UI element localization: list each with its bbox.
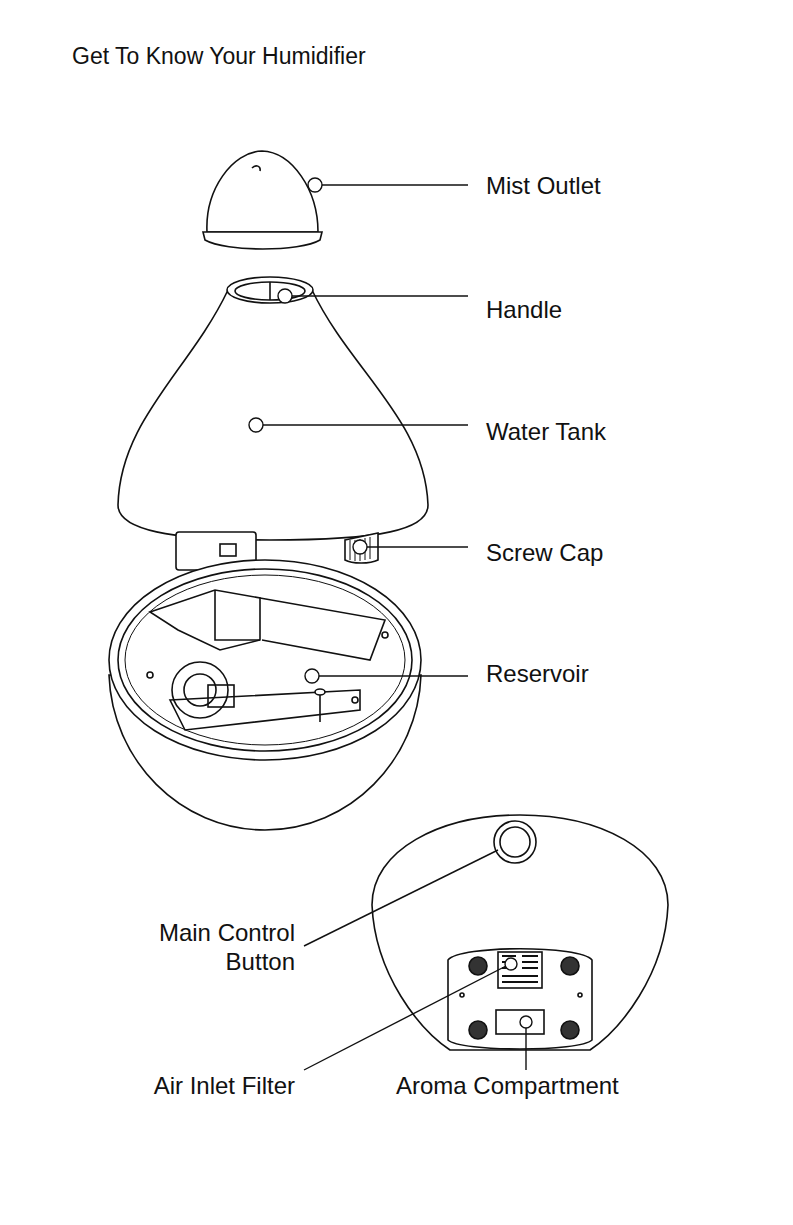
water-tank-drawing <box>118 277 428 570</box>
mist-outlet-drawing <box>203 151 322 249</box>
diagram-title: Get To Know Your Humidifier <box>72 42 366 71</box>
part-label: Aroma Compartment <box>396 1071 676 1100</box>
part-label: Water Tank <box>486 417 726 446</box>
reservoir-drawing <box>109 560 421 830</box>
part-label: Main Control Button <box>143 918 295 976</box>
part-label: Air Inlet Filter <box>95 1071 295 1100</box>
part-label: Reservoir <box>486 659 726 688</box>
part-label: Mist Outlet <box>486 171 726 200</box>
part-label: Screw Cap <box>486 538 726 567</box>
base-bottom-drawing <box>372 815 668 1050</box>
part-label: Handle <box>486 295 726 324</box>
